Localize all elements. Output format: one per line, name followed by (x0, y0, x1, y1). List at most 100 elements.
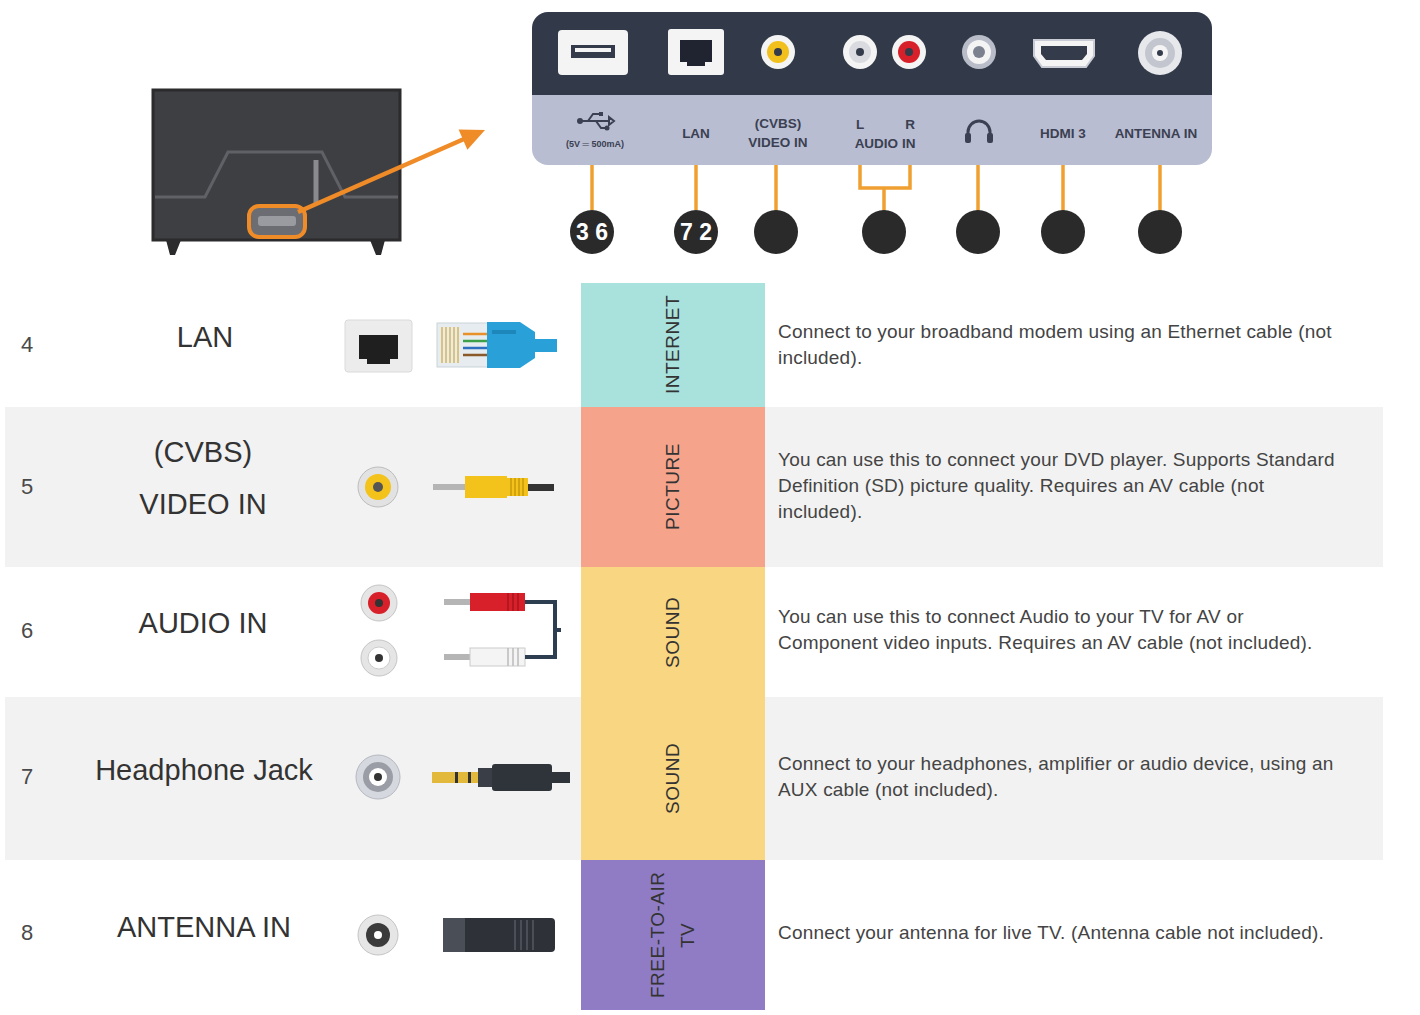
headphone-jack-hole (374, 773, 382, 781)
pointer-arrow (298, 139, 464, 212)
rca-jack-ring (368, 592, 390, 614)
headphone-port-hole (973, 46, 985, 58)
port-description: You can use this to connect Audio to you… (778, 604, 1343, 656)
plug-ridge (515, 920, 533, 950)
port-label: LAN (682, 124, 710, 143)
port-label: L (856, 115, 864, 134)
usb-symbol-dot (605, 126, 610, 131)
headphone-jack-ring (363, 762, 393, 792)
port-label: ANTENNA IN (1115, 124, 1198, 143)
callout-circle (1138, 210, 1182, 254)
plug-wire (463, 340, 488, 343)
callout-number: 5 (21, 474, 33, 500)
rca-jack-ring (365, 474, 391, 500)
callout-circle (1041, 210, 1085, 254)
callout-circle (754, 210, 798, 254)
plug-wire (463, 333, 488, 336)
audio-jack-ring (898, 41, 920, 63)
audio-jack-pin (905, 48, 913, 56)
aux-plug-band (455, 772, 458, 783)
audio-jack-pin (856, 48, 864, 56)
port-name: (CVBS) VIDEO IN (118, 426, 288, 530)
antenna-plug-face (443, 918, 465, 952)
video-jack-ring (767, 41, 789, 63)
audio-jack (892, 35, 926, 69)
port-panel: (5V ═ 500mA)LAN(CVBS) VIDEO INLRAUDIO IN… (532, 12, 1212, 165)
audio-jack-ring (849, 41, 871, 63)
port-label: (CVBS) VIDEO IN (741, 114, 816, 152)
usb-tongue (575, 48, 611, 52)
antenna-jack-ring (366, 923, 390, 947)
callout-number: 7 (21, 764, 33, 790)
antenna-jack-pin (374, 931, 382, 939)
plug-ridge (492, 330, 516, 334)
port-description: You can use this to connect your DVD pla… (778, 447, 1343, 525)
usb-symbol-square (599, 112, 603, 116)
category-band: SOUND (581, 697, 765, 860)
lan-jack (359, 335, 398, 364)
callout-number: 8 (21, 920, 33, 946)
antenna-port-ring (1145, 38, 1175, 68)
lan-jack (680, 40, 712, 66)
headphone-jack-ring (369, 768, 387, 786)
headphone-symbol (968, 121, 990, 140)
video-jack (761, 35, 795, 69)
port-strip (258, 216, 296, 226)
callout-circle (862, 210, 906, 254)
plug-wire (463, 347, 488, 350)
usb-slot (571, 45, 615, 58)
port-name: ANTENNA IN (117, 901, 291, 953)
usb-symbol (581, 114, 614, 128)
plug-contact (453, 327, 455, 363)
category-label: SOUND (658, 703, 688, 854)
leader-line (976, 165, 980, 211)
plug-wire (463, 354, 488, 357)
tv-leg (166, 240, 181, 255)
antenna-plug (443, 918, 555, 952)
category-label: PICTURE (658, 413, 688, 561)
plug-contact (457, 327, 459, 363)
callout-circle: 7 2 (674, 210, 718, 254)
rca-jack-ring (368, 647, 390, 669)
headphone-symbol-cup (987, 133, 993, 143)
cable (552, 772, 570, 783)
aux-plug-tip (432, 772, 480, 783)
headphone-port-ring (967, 40, 991, 64)
callout-number: 3 6 (576, 219, 608, 246)
port-label: HDMI 3 (1040, 124, 1086, 143)
category-band: INTERNET (581, 283, 765, 407)
aux-plug-body (492, 764, 552, 791)
usb-port (558, 30, 628, 75)
plug-ridge (511, 478, 523, 496)
antenna-port-ring (1152, 45, 1168, 61)
rca-jack (358, 467, 398, 507)
port-label: (5V ═ 500mA) (566, 138, 624, 150)
port-description: Connect to your headphones, amplifier or… (778, 751, 1343, 803)
rca-jack (361, 640, 397, 676)
callout-number: 4 (21, 332, 33, 358)
headphone-symbol-cup (965, 133, 971, 143)
audio-jack (843, 35, 877, 69)
hdmi-port (1034, 40, 1094, 67)
rj45-plug (437, 323, 489, 367)
aux-plug-band (468, 772, 471, 783)
hdmi-slot (1041, 46, 1087, 60)
plug-ridge (508, 648, 518, 666)
leader-bracket (860, 165, 910, 211)
pointer-arrow-head (459, 130, 485, 150)
leader-line (1061, 165, 1065, 211)
plug-boot (487, 322, 535, 368)
rca-jack-pin (375, 599, 383, 607)
callout-number: 7 2 (680, 219, 712, 246)
category-band: SOUND (581, 567, 765, 697)
antenna-jack (358, 915, 398, 955)
leader-line (590, 165, 594, 210)
usb-symbol-dot (577, 118, 583, 124)
port-label: R (905, 115, 915, 134)
plug-contact (445, 327, 447, 363)
category-band: PICTURE (581, 407, 765, 567)
rca-jack-pin (375, 654, 383, 662)
rca-plug (470, 593, 525, 611)
